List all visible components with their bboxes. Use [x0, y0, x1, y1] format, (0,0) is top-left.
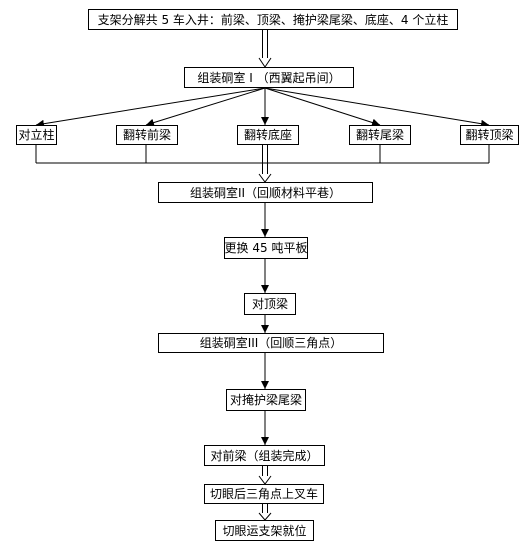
branch-box-top-beam: 翻转顶梁 [460, 125, 519, 145]
step-shield-box: 对掩护梁尾梁 [226, 389, 306, 411]
branch-label-tail-beam: 翻转尾梁 [355, 128, 404, 142]
step-top-box: 支架分解共 5 车入井：前梁、顶梁、掩护梁尾梁、底座、4 个立柱 [88, 9, 458, 30]
step-chamber3-label: 组装硐室III（回顺三角点） [199, 336, 343, 350]
branch-box-columns: 对立柱 [16, 125, 57, 145]
step-front-beam-box: 对前梁（组装完成） [204, 445, 325, 466]
branch-label-top-beam: 翻转顶梁 [465, 128, 514, 142]
step-forklift-label: 切眼后三角点上叉车 [209, 487, 318, 501]
step-chamber2-label: 组装硐室II（回顺材料平巷） [189, 185, 342, 200]
double-arrow-1 [258, 30, 272, 68]
step-top-beam-box: 对顶梁 [244, 293, 296, 315]
step-chamber1-label: 组装硐室 I （西翼起吊间） [197, 70, 341, 85]
step-replace-box: 更换 45 吨平板 [224, 237, 308, 259]
merge-bracket [35, 145, 490, 183]
step-chamber3-box: 组装硐室III（回顺三角点） [158, 333, 384, 353]
branch-label-columns: 对立柱 [18, 128, 55, 142]
branch-label-base: 翻转底座 [243, 128, 292, 142]
step-shield-label: 对掩护梁尾梁 [229, 393, 302, 407]
step-forklift-box: 切眼后三角点上叉车 [204, 484, 324, 504]
branch-box-base: 翻转底座 [237, 125, 299, 145]
step-transport-label: 切眼运支架就位 [222, 523, 307, 538]
step-top-label: 支架分解共 5 车入井：前梁、顶梁、掩护梁尾梁、底座、4 个立柱 [97, 12, 449, 27]
step-chamber1-box: 组装硐室 I （西翼起吊间） [184, 67, 354, 88]
step-replace-label: 更换 45 吨平板 [224, 241, 308, 255]
step-transport-box: 切眼运支架就位 [215, 520, 314, 541]
step-top-beam-label: 对顶梁 [251, 297, 288, 311]
step-chamber2-box: 组装硐室II（回顺材料平巷） [158, 182, 373, 203]
fan-arrows [35, 87, 490, 128]
branch-label-front-beam: 翻转前梁 [122, 128, 171, 142]
step-front-beam-label: 对前梁（组装完成） [210, 448, 319, 463]
branch-box-front-beam: 翻转前梁 [116, 125, 178, 145]
branch-box-tail-beam: 翻转尾梁 [349, 125, 411, 145]
